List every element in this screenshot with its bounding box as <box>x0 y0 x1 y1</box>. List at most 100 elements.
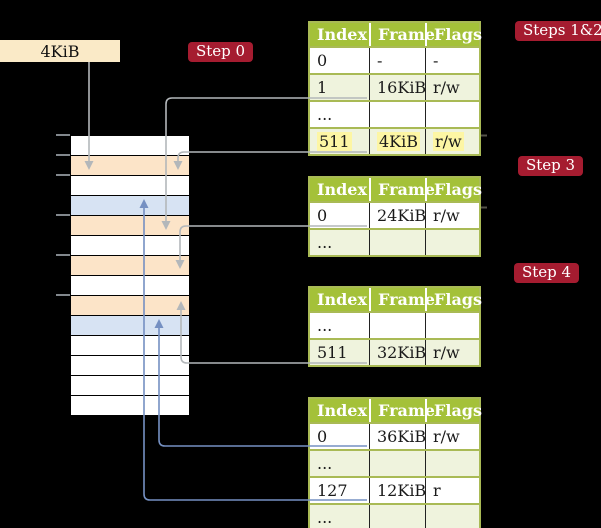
cell-index: 0 <box>317 51 328 70</box>
cell-flags: - <box>425 48 479 73</box>
table-header-row: Index Frame Flags <box>310 178 482 201</box>
cell-index: ... <box>317 105 333 124</box>
table-row: ... <box>310 228 479 255</box>
cell-frame <box>369 451 425 476</box>
page-table-step-3: Index Frame Flags 0 24KiB r/w ... <box>308 176 482 257</box>
badge-step-0: Step 0 <box>188 42 254 62</box>
page-table-steps-1-2: Index Frame Flags 0 - - 1 16KiB r/w ... … <box>308 21 482 156</box>
table-row: 511 32KiB r/w <box>310 338 479 365</box>
cell-frame <box>369 230 425 255</box>
address-tick <box>56 174 70 176</box>
cell-index: ... <box>317 316 333 335</box>
page-table-leaf: Index Frame Flags 0 36KiB r/w ... 127 12… <box>308 397 482 528</box>
cell-flags: r/w <box>425 75 479 100</box>
col-header-index: Index <box>317 401 368 420</box>
cell-flags: r/w <box>425 340 479 365</box>
memory-frame-12kib <box>71 196 189 216</box>
cell-flags <box>425 313 479 338</box>
cell-flags: r/w <box>425 424 479 449</box>
col-header-flags: Flags <box>425 23 482 46</box>
col-header-flags: Flags <box>425 178 482 201</box>
col-header-index: Index <box>317 180 368 199</box>
highlight-index: 511 <box>317 132 352 151</box>
cell-flags <box>425 505 479 528</box>
cell-flags: r/w <box>425 129 479 154</box>
table-row: 1 16KiB r/w <box>310 73 479 100</box>
address-tick <box>56 134 70 136</box>
table-row: 0 - - <box>310 46 479 73</box>
physical-memory-stack <box>70 135 190 416</box>
table-header-row: Index Frame Flags <box>310 23 482 46</box>
badge-steps-1-2: Steps 1&2 <box>515 21 601 41</box>
memory-frame-32kib <box>71 296 189 316</box>
table-row: ... <box>310 503 479 528</box>
cell-flags <box>425 451 479 476</box>
table-header-row: Index Frame Flags <box>310 288 482 311</box>
cell-index: ... <box>317 454 333 473</box>
table-row: 127 12KiB r <box>310 476 479 503</box>
memory-frame-52kib <box>71 396 189 415</box>
cell-frame <box>369 102 425 127</box>
cell-frame: 12KiB <box>369 478 425 503</box>
cell-frame: 16KiB <box>369 75 425 100</box>
root-pointer-box: 4KiB <box>0 40 120 62</box>
cell-index: 127 <box>317 481 348 500</box>
table-row: 0 24KiB r/w <box>310 201 479 228</box>
highlight-frame: 4KiB <box>377 132 421 151</box>
table-row: ... <box>310 100 479 127</box>
memory-frame-40kib <box>71 336 189 356</box>
cell-index: 0 <box>317 427 328 446</box>
cell-index: 0 <box>317 206 328 225</box>
cell-flags: r/w <box>425 203 479 228</box>
cell-frame: 24KiB <box>369 203 425 228</box>
memory-frame-8kib <box>71 176 189 196</box>
cell-index: 511 <box>310 129 369 154</box>
cell-frame: - <box>369 48 425 73</box>
table-row: ... <box>310 311 479 338</box>
clipped-dash <box>481 206 487 209</box>
cell-flags <box>425 102 479 127</box>
cell-frame <box>369 505 425 528</box>
page-table-step-4: Index Frame Flags ... 511 32KiB r/w <box>308 286 482 367</box>
cell-index: 511 <box>317 343 348 362</box>
badge-step-4: Step 4 <box>514 263 580 283</box>
badge-step-3: Step 3 <box>518 156 584 176</box>
col-header-index: Index <box>317 290 368 309</box>
highlight-flags: r/w <box>433 132 464 151</box>
memory-frame-4kib <box>71 156 189 176</box>
col-header-frame: Frame <box>369 399 435 422</box>
table-header-row: Index Frame Flags <box>310 399 482 422</box>
memory-frame-44kib <box>71 356 189 376</box>
cell-index: ... <box>317 233 333 252</box>
cell-index: ... <box>317 508 333 527</box>
col-header-frame: Frame <box>369 23 435 46</box>
address-tick <box>56 254 70 256</box>
cell-flags: r <box>425 478 479 503</box>
col-header-index: Index <box>317 25 368 44</box>
cell-index: 1 <box>317 78 328 97</box>
memory-frame-24kib <box>71 256 189 276</box>
memory-frame-28kib <box>71 276 189 296</box>
clipped-dash <box>481 134 487 137</box>
table-row: 0 36KiB r/w <box>310 422 479 449</box>
cell-frame: 4KiB <box>369 129 425 154</box>
col-header-frame: Frame <box>369 178 435 201</box>
root-pointer-label: 4KiB <box>40 41 80 61</box>
memory-frame-0kib <box>71 136 189 156</box>
memory-frame-48kib <box>71 376 189 396</box>
cell-flags <box>425 230 479 255</box>
memory-frame-36kib <box>71 316 189 336</box>
address-tick <box>56 294 70 296</box>
memory-frame-16kib <box>71 216 189 236</box>
memory-frame-20kib <box>71 236 189 256</box>
cell-frame <box>369 313 425 338</box>
address-tick <box>56 214 70 216</box>
col-header-flags: Flags <box>425 288 482 311</box>
col-header-frame: Frame <box>369 288 435 311</box>
table-row: ... <box>310 449 479 476</box>
table-row-highlighted: 511 4KiB r/w <box>310 127 479 154</box>
cell-frame: 32KiB <box>369 340 425 365</box>
cell-frame: 36KiB <box>369 424 425 449</box>
address-tick <box>56 154 70 156</box>
